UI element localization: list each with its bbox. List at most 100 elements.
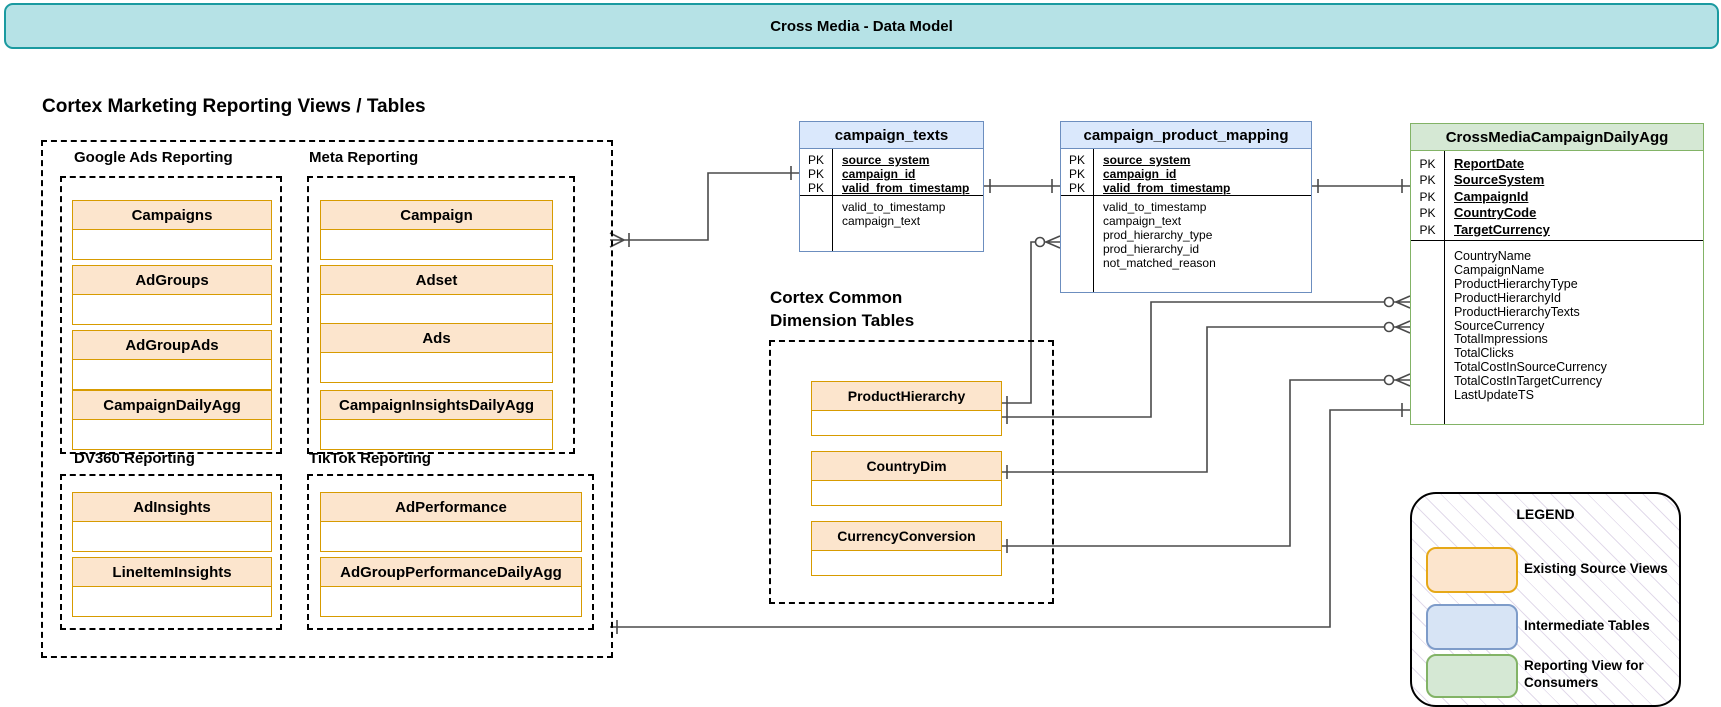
table-crossmediacampaigndailyagg-title: CrossMediaCampaignDailyAgg — [1411, 124, 1703, 151]
crowfoot-many-icon — [1045, 235, 1061, 249]
entity-adset: Adset — [320, 265, 553, 325]
table-crossmediacampaigndailyagg-attr-section: CountryName CampaignName ProductHierarch… — [1411, 241, 1703, 424]
entity-adinsights-title: AdInsights — [73, 493, 271, 522]
entity-campaign: Campaign — [320, 200, 553, 260]
entity-campaigns-body — [73, 230, 271, 259]
field: TotalImpressions — [1454, 332, 1548, 347]
legend-swatch-reporting-view — [1426, 654, 1518, 698]
entity-campaigns: Campaigns — [72, 200, 272, 260]
zero-circle-icon — [1034, 236, 1046, 248]
section-heading-marketing-views: Cortex Marketing Reporting Views / Table… — [42, 96, 426, 117]
field: TotalCostInSourceCurrency — [1454, 360, 1607, 375]
zero-circle-icon — [1383, 374, 1395, 386]
entity-campaigndailyagg-body — [73, 420, 271, 449]
pk-column: PK PK PK PK PK — [1411, 151, 1445, 240]
table-campaign-product-mapping-attr-section: valid_to_timestamp campaign_text prod_hi… — [1061, 196, 1311, 292]
entity-ads-title: Ads — [321, 324, 552, 353]
entity-adset-body — [321, 295, 552, 324]
pk-field: CountryCode — [1454, 205, 1537, 221]
pk-field: TargetCurrency — [1454, 221, 1550, 237]
entity-producthierarchy: ProductHierarchy — [811, 381, 1002, 436]
entity-lineiteminsights-title: LineItemInsights — [73, 558, 271, 587]
entity-adgroups-body — [73, 295, 271, 324]
group-label-tiktok: TikTok Reporting — [309, 450, 431, 467]
entity-adgroupperformancedailyagg: AdGroupPerformanceDailyAgg — [320, 557, 582, 617]
field: CampaignName — [1454, 262, 1545, 277]
crowfoot-many-icon — [1395, 320, 1411, 334]
entity-campaigninsightsdailyagg: CampaignInsightsDailyAgg — [320, 390, 553, 450]
entity-adinsights-body — [73, 522, 271, 551]
field: campaign_text — [1103, 214, 1182, 228]
group-label-meta: Meta Reporting — [309, 149, 419, 166]
entity-adset-title: Adset — [321, 266, 552, 295]
field: prod_hierarchy_id — [1103, 242, 1200, 256]
field: LastUpdateTS — [1454, 388, 1534, 403]
google-ads-group-box — [60, 176, 282, 454]
legend-swatch-existing-source-views — [1426, 547, 1518, 593]
table-campaign-product-mapping-title: campaign_product_mapping — [1061, 122, 1311, 149]
pk-column: PK PK PK — [1061, 149, 1094, 195]
entity-countrydim-title: CountryDim — [812, 452, 1001, 481]
entity-ads-body — [321, 353, 552, 382]
field: campaign_text — [842, 214, 921, 228]
dimension-tables-group-box — [769, 340, 1054, 604]
entity-adgroups-title: AdGroups — [73, 266, 271, 295]
legend: LEGEND Existing Source Views Intermediat… — [1410, 492, 1681, 707]
connector-countrydim-to-crossmedia — [1000, 326, 1396, 473]
group-label-dv360: DV360 Reporting — [74, 450, 195, 467]
entity-campaigns-title: Campaigns — [73, 201, 271, 230]
pk-field: CampaignId — [1454, 188, 1529, 204]
entity-adperformance-body — [321, 522, 581, 551]
legend-label-intermediate-tables: Intermediate Tables — [1524, 618, 1650, 633]
entity-adgroupperformancedailyagg-title: AdGroupPerformanceDailyAgg — [321, 558, 581, 587]
entity-campaigninsightsdailyagg-body — [321, 420, 552, 449]
entity-producthierarchy-body — [812, 411, 1001, 435]
table-campaign-texts-attr-section: valid_to_timestamp campaign_text — [800, 196, 983, 251]
table-crossmediacampaigndailyagg-pk-section: PK PK PK PK PK ReportDate SourceSystem C… — [1411, 151, 1703, 240]
field: prod_hierarchy_type — [1103, 228, 1213, 242]
field: ProductHierarchyTexts — [1454, 304, 1580, 319]
pk-field: valid_from_timestamp — [842, 181, 970, 195]
legend-title: LEGEND — [1516, 506, 1575, 522]
diagram-title-banner: Cross Media - Data Model — [4, 3, 1719, 49]
tiktok-group-box — [307, 474, 594, 630]
table-campaign-texts-pk-section: PK PK PK source_system campaign_id valid… — [800, 149, 983, 195]
entity-ads: Ads — [320, 323, 553, 383]
connector-producthierarchy-to-crossmedia — [1000, 301, 1396, 418]
table-separator — [800, 195, 983, 196]
entity-lineiteminsights: LineItemInsights — [72, 557, 272, 617]
entity-countrydim: CountryDim — [811, 451, 1002, 506]
zero-circle-icon — [1383, 296, 1395, 308]
legend-label-existing-source-views: Existing Source Views — [1524, 561, 1668, 576]
pk-field: ReportDate — [1454, 156, 1525, 171]
entity-adgroupperformancedailyagg-body — [321, 587, 581, 616]
pk-field: campaign_id — [842, 167, 916, 181]
connector-sources-to-campaign-texts — [624, 172, 799, 241]
entity-campaign-title: Campaign — [321, 201, 552, 230]
pk-field: source_system — [842, 153, 930, 167]
connector-currencyconversion-to-crossmedia — [1000, 379, 1396, 547]
pk-field: valid_from_timestamp — [1103, 181, 1231, 195]
field: CountryName — [1454, 249, 1532, 263]
dv360-group-box — [60, 474, 282, 630]
one-tick-icon — [1317, 179, 1403, 193]
entity-campaigndailyagg-title: CampaignDailyAgg — [73, 391, 271, 420]
legend-label-reporting-view: Reporting View for Consumers — [1524, 658, 1644, 690]
entity-adgroupads-body — [73, 360, 271, 389]
entity-campaigninsightsdailyagg-title: CampaignInsightsDailyAgg — [321, 391, 552, 420]
pk-field: campaign_id — [1103, 167, 1177, 181]
table-separator — [1411, 240, 1703, 241]
entity-currencyconversion: CurrencyConversion — [811, 521, 1002, 576]
entity-campaign-body — [321, 230, 552, 259]
field: TotalCostInTargetCurrency — [1454, 374, 1602, 389]
entity-currencyconversion-title: CurrencyConversion — [812, 522, 1001, 551]
pk-field: source_system — [1103, 153, 1191, 167]
section-heading-dimension-tables: Cortex Common Dimension Tables — [770, 288, 915, 330]
marketing-reporting-group-box — [41, 140, 613, 658]
meta-group-box — [307, 176, 575, 454]
table-campaign-product-mapping: campaign_product_mapping PK PK PK source… — [1060, 121, 1312, 293]
pk-field: SourceSystem — [1454, 172, 1545, 188]
entity-adperformance: AdPerformance — [320, 492, 582, 552]
entity-producthierarchy-title: ProductHierarchy — [812, 382, 1001, 411]
group-label-google-ads: Google Ads Reporting — [74, 149, 233, 166]
